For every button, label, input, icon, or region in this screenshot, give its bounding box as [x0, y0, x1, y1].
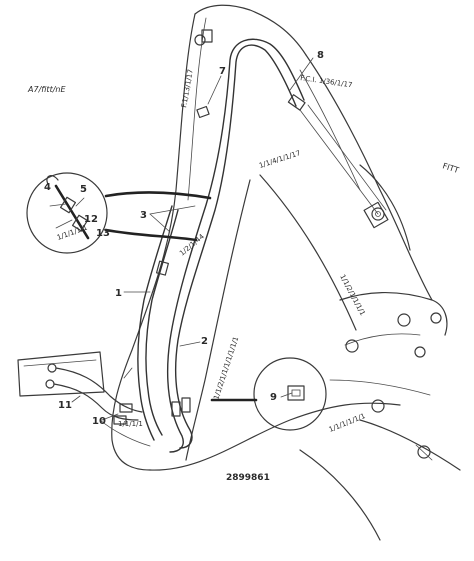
boom-text-small-left: 1/1/1/1 — [118, 420, 143, 428]
callout-7: 7 — [219, 66, 226, 77]
callout-10: 10 — [92, 416, 106, 427]
callout-12: 12 — [84, 214, 98, 225]
top-left-label: A7/fitt/nE — [27, 85, 66, 94]
detail-a-parts-text: 1/1/1/1/1 — [56, 224, 89, 242]
callout-1: 1 — [115, 288, 122, 299]
boom-text-dipper: 1/1/2/1/1/1/1 — [338, 273, 366, 317]
right-edge-label: FITT — [441, 161, 460, 175]
callout-numbers: 8 7 3 1 2 9 4 5 12 13 10 11 — [44, 50, 324, 427]
valve-block-assembly — [17, 351, 151, 447]
callout-5: 5 — [80, 184, 87, 195]
detail-leaders — [104, 191, 212, 242]
callout-3: 3 — [140, 210, 147, 221]
detail-circle-fitting — [26, 172, 108, 254]
hose-fittings — [155, 94, 306, 417]
hose-pair — [137, 38, 305, 453]
callout-8: 8 — [317, 50, 324, 61]
boom-outline — [111, 4, 461, 541]
pivot-pins — [194, 29, 442, 461]
boom-text-left-vertical: F.1/13/1/17 — [180, 69, 195, 109]
callout-2: 2 — [201, 336, 208, 347]
drawing-number: 2899861 — [226, 473, 270, 483]
boom-text-lower-right: 1/1/1/1/1/1 — [328, 412, 367, 434]
boom-text-center-vertical: 1/1/2/1/1/1/1/1/1/1 — [212, 336, 240, 401]
hydraulic-cylinder — [299, 104, 389, 229]
callout-13: 13 — [96, 228, 110, 239]
callout-4: 4 — [44, 182, 51, 193]
callout-11: 11 — [58, 400, 72, 411]
callout-9: 9 — [270, 392, 277, 403]
callout-leaders — [71, 57, 314, 421]
boom-text-mid-right: 1/1/4/1/1/17 — [258, 149, 301, 170]
